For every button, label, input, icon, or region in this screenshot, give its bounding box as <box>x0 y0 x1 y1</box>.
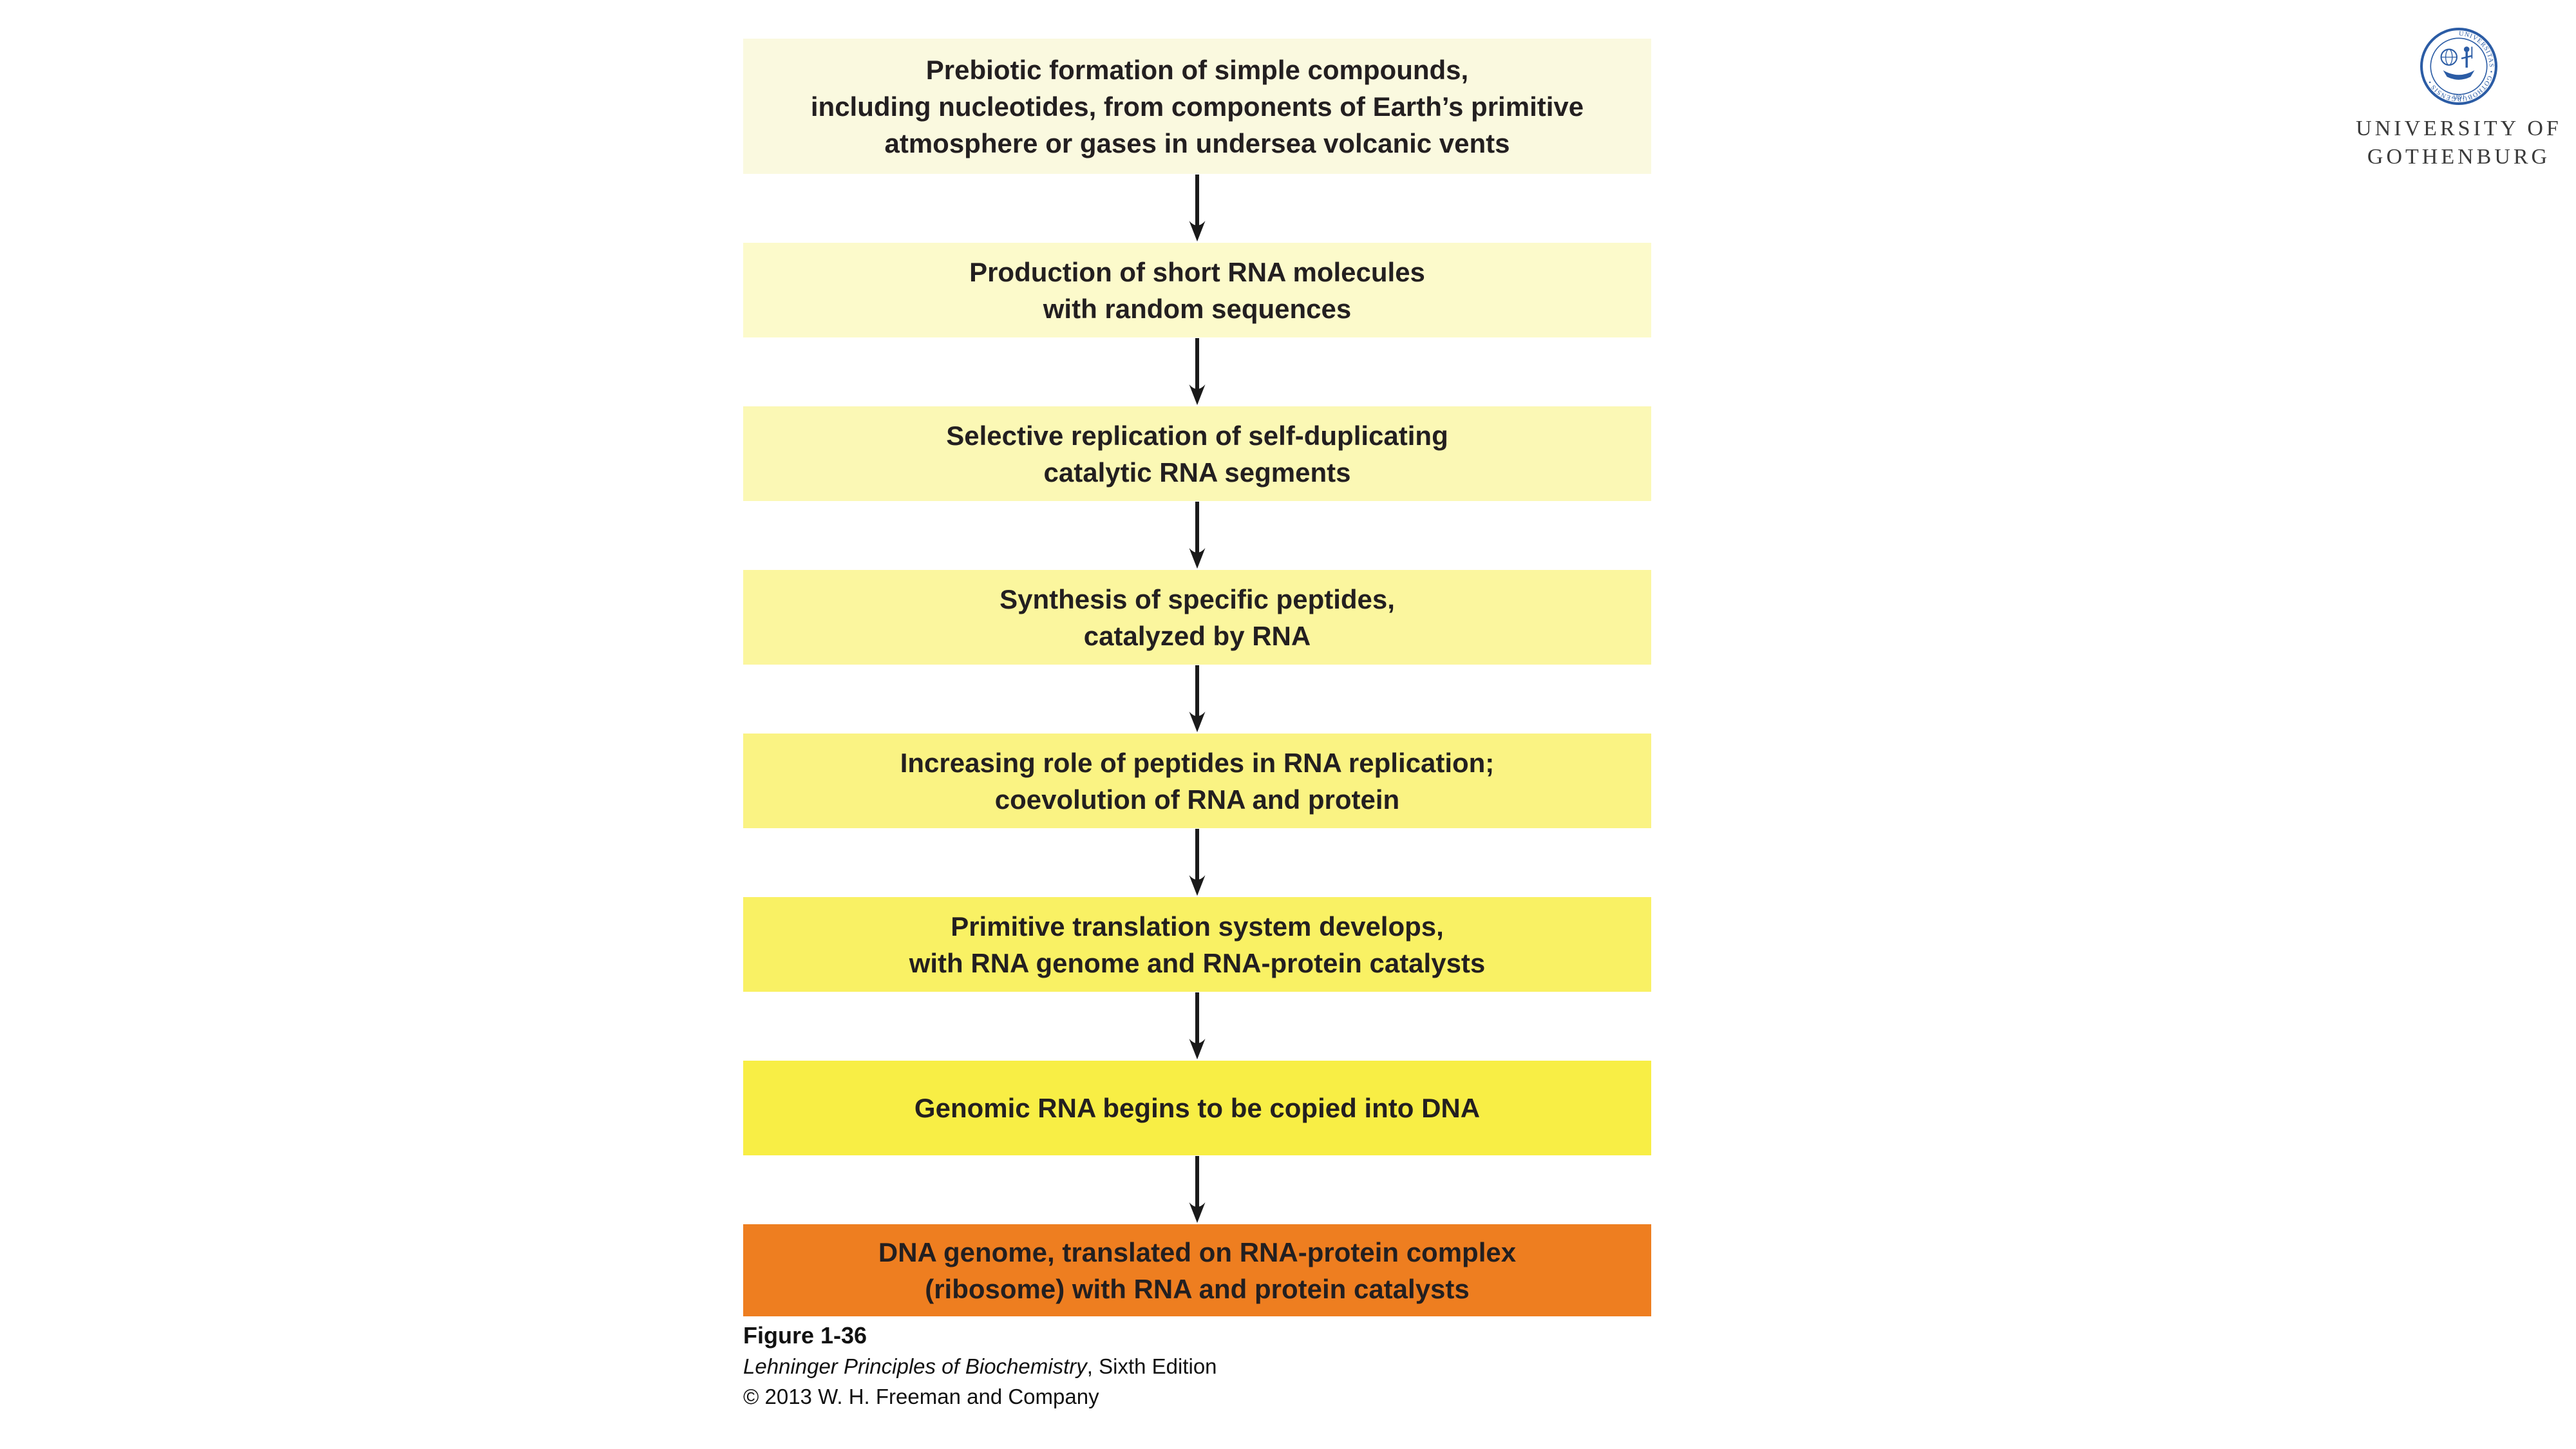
down-arrow-icon <box>1189 992 1206 1059</box>
book-title: Lehninger Principles of Biochemistry <box>743 1354 1087 1378</box>
flow-step-line: Genomic RNA begins to be copied into DNA <box>914 1093 1481 1123</box>
figure-number: Figure 1-36 <box>743 1322 867 1349</box>
flow-step-line: catalyzed by RNA <box>1083 620 1311 651</box>
down-arrow-icon <box>1189 502 1206 569</box>
university-logo: UNIVERSITAS • GOTHOBURGENSIS • 1891 UNIV… <box>2352 27 2566 171</box>
flow-step-6: Primitive translation system develops, wi… <box>743 897 1651 992</box>
university-name-line2: GOTHENBURG <box>2367 145 2551 169</box>
flowchart: Prebiotic formation of simple compounds,… <box>743 39 1651 1316</box>
flow-step-text: Primitive translation system develops, wi… <box>909 908 1486 981</box>
down-arrow-icon <box>1189 1156 1206 1223</box>
down-arrow-icon <box>1189 338 1206 405</box>
flow-step-line: with RNA genome and RNA-protein catalyst… <box>909 947 1486 978</box>
flow-step-text: Synthesis of specific peptides, catalyzed… <box>999 581 1395 654</box>
university-seal-icon: UNIVERSITAS • GOTHOBURGENSIS • 1891 <box>2420 28 2497 105</box>
flow-step-2: Production of short RNA molecules with ra… <box>743 243 1651 337</box>
seal-inner-circle <box>2430 37 2488 95</box>
flow-step-7: Genomic RNA begins to be copied into DNA <box>743 1061 1651 1155</box>
flow-step-1: Prebiotic formation of simple compounds,… <box>743 39 1651 174</box>
figure-caption: Figure 1-36 Lehninger Principles of Bioc… <box>743 1320 1217 1412</box>
flow-step-8: DNA genome, translated on RNA-protein co… <box>743 1224 1651 1316</box>
seal-globe-icon <box>2440 48 2458 66</box>
flow-step-line: coevolution of RNA and protein <box>994 784 1400 815</box>
flow-step-text: DNA genome, translated on RNA-protein co… <box>878 1234 1516 1307</box>
seal-outer-circle <box>2420 28 2497 105</box>
flow-step-line: Prebiotic formation of simple compounds, <box>925 54 1469 85</box>
flow-step-text: Genomic RNA begins to be copied into DNA <box>914 1090 1480 1126</box>
flow-step-line: atmosphere or gases in undersea volcanic… <box>884 128 1510 158</box>
flow-step-line: DNA genome, translated on RNA-protein co… <box>878 1236 1517 1267</box>
flow-step-4: Synthesis of specific peptides, catalyzed… <box>743 570 1651 665</box>
down-arrow-icon <box>1189 829 1206 896</box>
copyright-line: © 2013 W. H. Freeman and Company <box>743 1385 1099 1408</box>
down-arrow-icon <box>1189 175 1206 242</box>
book-edition: , Sixth Edition <box>1086 1354 1217 1378</box>
book-reference: Lehninger Principles of Biochemistry, Si… <box>743 1351 1217 1381</box>
flow-step-line: Production of short RNA molecules <box>969 256 1425 287</box>
seal-figure-icon <box>2461 46 2473 68</box>
flow-step-text: Prebiotic formation of simple compounds,… <box>811 52 1584 162</box>
flow-step-line: Increasing role of peptides in RNA repli… <box>900 747 1495 778</box>
flow-step-line: Primitive translation system develops, <box>951 911 1444 942</box>
flow-step-line: including nucleotides, from components o… <box>810 91 1584 122</box>
flow-step-line: Selective replication of self-duplicatin… <box>946 420 1448 451</box>
flow-step-text: Increasing role of peptides in RNA repli… <box>900 744 1495 818</box>
flow-step-text: Selective replication of self-duplicatin… <box>946 417 1448 491</box>
seal-ship-icon <box>2443 70 2475 80</box>
flow-step-5: Increasing role of peptides in RNA repli… <box>743 734 1651 828</box>
seal-year: 1891 <box>2452 94 2465 101</box>
flow-step-line: with random sequences <box>1043 293 1352 324</box>
flow-step-3: Selective replication of self-duplicatin… <box>743 406 1651 501</box>
university-name: UNIVERSITY OF GOTHENBURG <box>2352 115 2566 171</box>
flow-step-line: Synthesis of specific peptides, <box>999 583 1395 614</box>
flow-step-text: Production of short RNA molecules with ra… <box>969 254 1425 327</box>
down-arrow-icon <box>1189 665 1206 732</box>
university-name-line1: UNIVERSITY OF <box>2356 117 2562 140</box>
flow-step-line: (ribosome) with RNA and protein catalyst… <box>925 1273 1470 1304</box>
flow-step-line: catalytic RNA segments <box>1043 457 1351 488</box>
